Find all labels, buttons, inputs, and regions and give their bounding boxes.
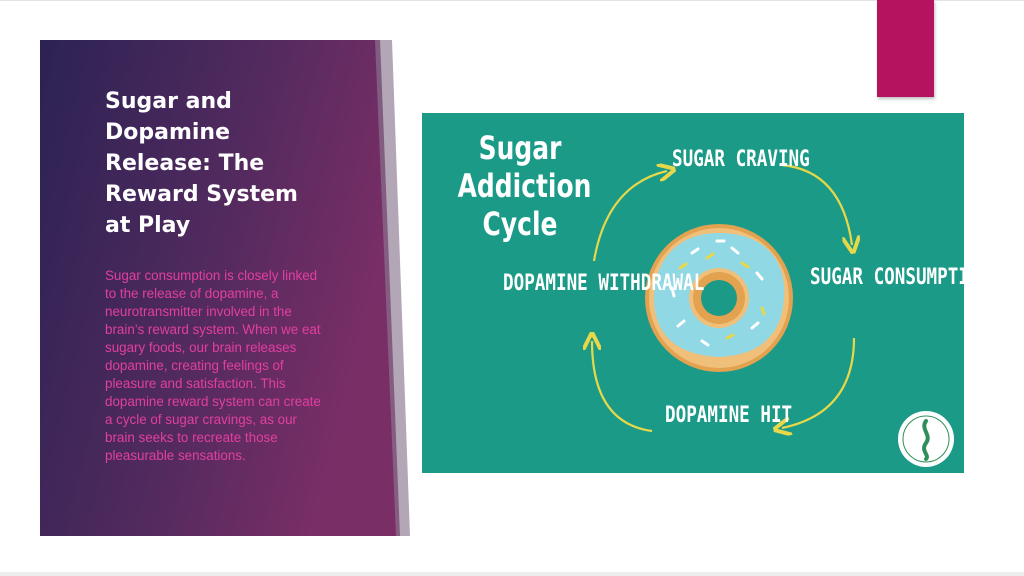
arrow-withdrawal-to-craving [592, 171, 667, 262]
stage-dopamine-hit: DOPAMINE HIT [665, 403, 793, 428]
slide-title: Sugar and Dopamine Release: The Reward S… [105, 89, 298, 238]
panel-background [40, 40, 410, 536]
accent-tab [877, 0, 934, 97]
donut-icon [645, 224, 793, 372]
slide-body: Sugar consumption is closely linked to t… [105, 268, 321, 463]
figure-title: Sugar Addiction Cycle [457, 129, 592, 243]
sugar-addiction-cycle-figure: Sugar Addiction Cycle SUGAR CRAVING SUGA… [422, 113, 964, 473]
top-divider [0, 0, 1024, 1]
bottom-divider [0, 572, 1024, 576]
arrow-consumption-to-hit [782, 337, 856, 428]
stage-sugar-craving: SUGAR CRAVING [672, 147, 810, 172]
stage-sugar-consumption: SUGAR CONSUMPTION [810, 265, 964, 290]
stage-dopamine-withdrawal: DOPAMINE WITHDRAWAL [503, 271, 705, 296]
cycle-graphic [422, 113, 954, 467]
arrow-hit-to-withdrawal [592, 341, 653, 433]
title-panel [40, 40, 410, 536]
arrow-craving-to-consumption [781, 163, 852, 245]
spine-logo-icon [898, 411, 954, 467]
